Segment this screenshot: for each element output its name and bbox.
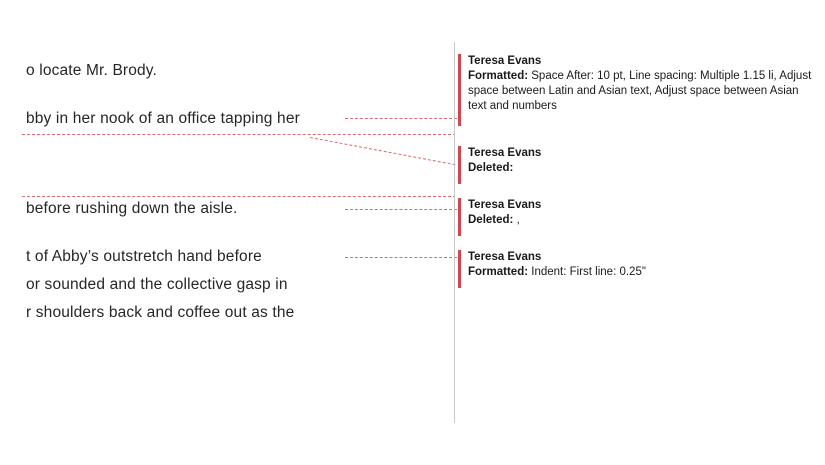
revision-author: Teresa Evans xyxy=(468,199,542,211)
revision-change-bar xyxy=(458,146,461,184)
leader-line-4 xyxy=(345,257,457,258)
revision-detail: Deleted: , xyxy=(468,213,818,228)
leader-line-1 xyxy=(345,118,457,119)
revision-change-bar xyxy=(458,250,461,288)
markup-pane-divider xyxy=(454,42,456,423)
document-line: before rushing down the aisle. xyxy=(26,200,238,217)
revision-value: Space After: 10 pt, Line spacing: Multip… xyxy=(468,70,812,112)
format-change-rule xyxy=(22,196,455,197)
document-line: or sounded and the collective gasp in xyxy=(26,276,288,293)
revision-kind: Deleted: xyxy=(468,214,514,226)
revision-author: Teresa Evans xyxy=(468,55,542,67)
revision-balloon[interactable]: Teresa Evans Formatted: Space After: 10 … xyxy=(456,54,822,126)
revision-value: , xyxy=(513,214,520,226)
document-line: t of Abby’s outstretch hand before xyxy=(26,248,262,265)
revision-change-bar xyxy=(458,198,461,236)
revision-kind: Formatted: xyxy=(468,70,529,82)
leader-line-3 xyxy=(345,209,457,210)
revision-value: Indent: First line: 0.25" xyxy=(528,266,646,278)
revision-change-bar xyxy=(458,54,461,126)
format-change-rule xyxy=(22,134,455,135)
revision-balloon[interactable]: Teresa Evans Deleted: , xyxy=(456,198,822,236)
revision-detail: Formatted: Indent: First line: 0.25" xyxy=(468,265,818,280)
document-text-pane[interactable]: o locate Mr. Brody. bby in her nook of a… xyxy=(0,0,455,465)
revision-kind: Deleted: xyxy=(468,162,514,174)
revision-balloon[interactable]: Teresa Evans Formatted: Indent: First li… xyxy=(456,250,822,288)
document-line: bby in her nook of an office tapping her xyxy=(26,110,300,127)
revision-balloon[interactable]: Teresa Evans Deleted: xyxy=(456,146,822,184)
revision-detail: Formatted: Space After: 10 pt, Line spac… xyxy=(468,69,818,114)
document-line: o locate Mr. Brody. xyxy=(26,62,158,79)
revision-author: Teresa Evans xyxy=(468,147,542,159)
revision-balloons-pane[interactable]: Teresa Evans Formatted: Space After: 10 … xyxy=(456,0,825,465)
revision-detail: Deleted: xyxy=(468,161,818,176)
revision-kind: Formatted: xyxy=(468,266,529,278)
document-line: r shoulders back and coffee out as the xyxy=(26,304,295,321)
revision-author: Teresa Evans xyxy=(468,251,542,263)
